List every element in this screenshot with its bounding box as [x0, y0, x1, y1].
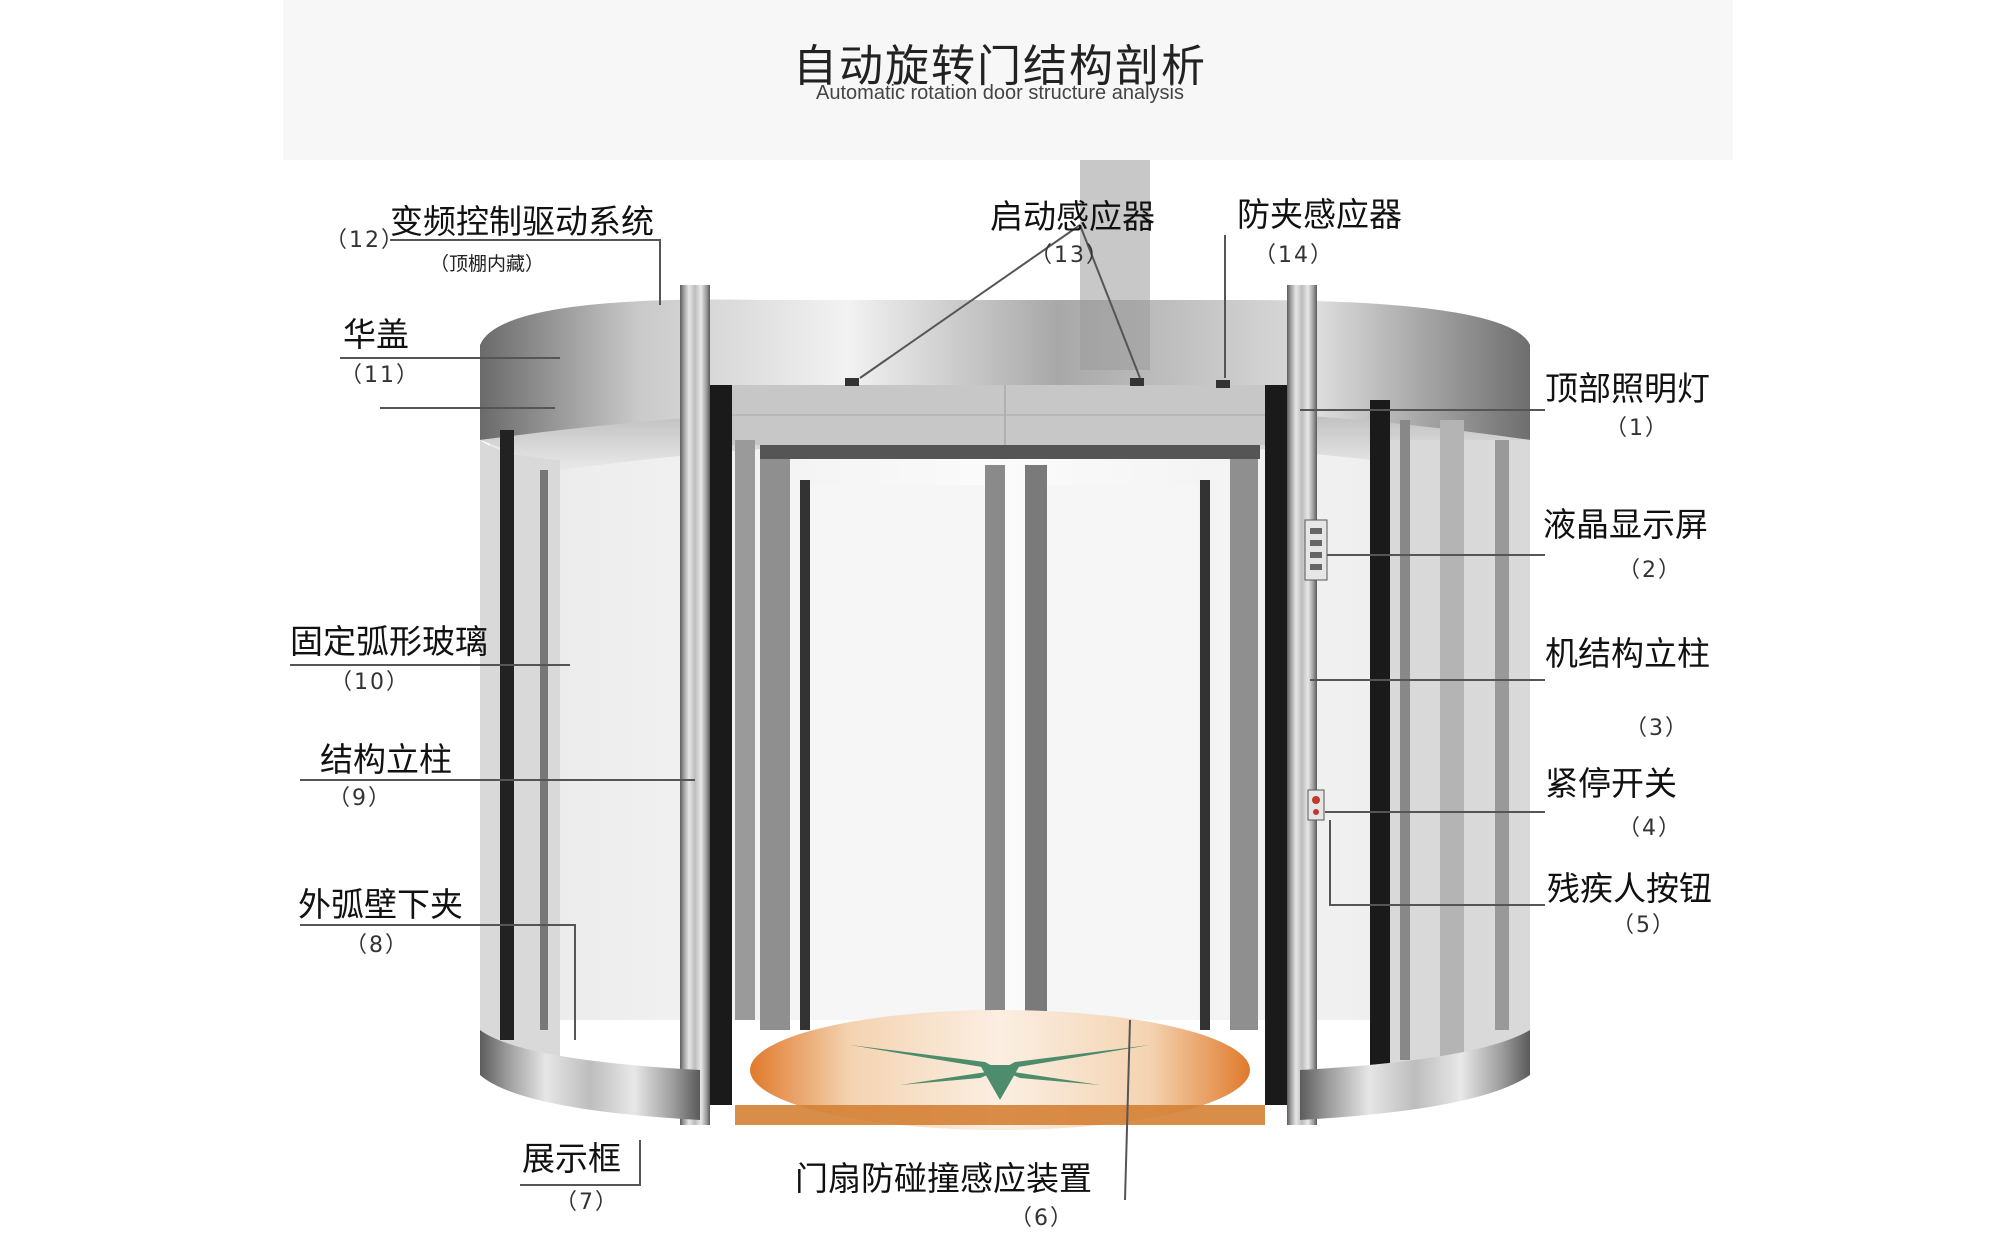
part-9-label: 结构立柱 [320, 740, 452, 779]
right-structural-post [1265, 385, 1287, 1105]
part-4-number: （4） [1618, 816, 1682, 841]
diagram-title: 自动旋转门结构剖析 [793, 41, 1207, 92]
right-frame-column [1287, 285, 1317, 1125]
part-10-label: 固定弧形玻璃 [290, 622, 488, 661]
part-11-label: 华盖 [343, 315, 409, 354]
floor-star [850, 1045, 1150, 1100]
header-band [283, 0, 1733, 160]
part-5-number: （5） [1612, 913, 1676, 938]
right-bottom-clamp [1300, 1030, 1530, 1120]
diagram-subtitle: Automatic rotation door structure analys… [816, 82, 1184, 104]
door-post-center [985, 465, 1005, 1030]
left-structural-post [710, 385, 732, 1105]
part-12-number: （12） [325, 228, 405, 253]
part-10-number: （10） [330, 670, 410, 695]
part-1-number: （1） [1605, 416, 1669, 441]
part-13-number: （13） [1030, 243, 1110, 268]
floor-edge [735, 1105, 1265, 1125]
part-1-label: 顶部照明灯 [1545, 369, 1710, 408]
leader-lines [290, 224, 1545, 1201]
part-12-note: （顶棚内藏） [430, 253, 545, 275]
part-11-number: （11） [340, 363, 420, 388]
left-wall-post [500, 430, 514, 1040]
door-glass-left [810, 485, 985, 1020]
part-8-number: （8） [345, 933, 409, 958]
start-sensor-right [1130, 378, 1144, 386]
emergency-stop-switch [1307, 789, 1325, 821]
door-header [760, 445, 1260, 459]
part-6-label: 门扇防碰撞感应装置 [795, 1159, 1092, 1198]
door-post-3 [1230, 455, 1258, 1030]
part-3-number: （3） [1625, 716, 1689, 741]
start-sensor-left [845, 378, 859, 386]
part-8-label: 外弧壁下夹 [298, 885, 463, 924]
left-frame-column [680, 285, 710, 1125]
part-4-label: 紧停开关 [1545, 764, 1677, 803]
part-6-number: （6） [1010, 1206, 1074, 1231]
part-14-label: 防夹感应器 [1237, 195, 1402, 234]
part-9-number: （9） [328, 786, 392, 811]
part-7-label: 展示框 [522, 1139, 621, 1178]
door-glass-right [1047, 485, 1197, 1020]
anti-pinch-sensor [1216, 380, 1230, 388]
part-7-number: （7） [555, 1190, 619, 1215]
part-5-label: 残疾人按钮 [1547, 869, 1712, 908]
part-2-label: 液晶显示屏 [1543, 505, 1708, 544]
right-wall-post [1370, 400, 1390, 1080]
door-post-1 [760, 455, 790, 1030]
part-3-label: 机结构立柱 [1545, 634, 1710, 673]
part-2-number: （2） [1618, 558, 1682, 583]
ceiling-column-shadow [1080, 160, 1150, 370]
part-14-number: （14） [1254, 243, 1334, 268]
part-12-label: 变频控制驱动系统 [390, 202, 654, 241]
left-bottom-clamp [480, 1030, 700, 1120]
part-13-label: 启动感应器 [990, 197, 1155, 236]
